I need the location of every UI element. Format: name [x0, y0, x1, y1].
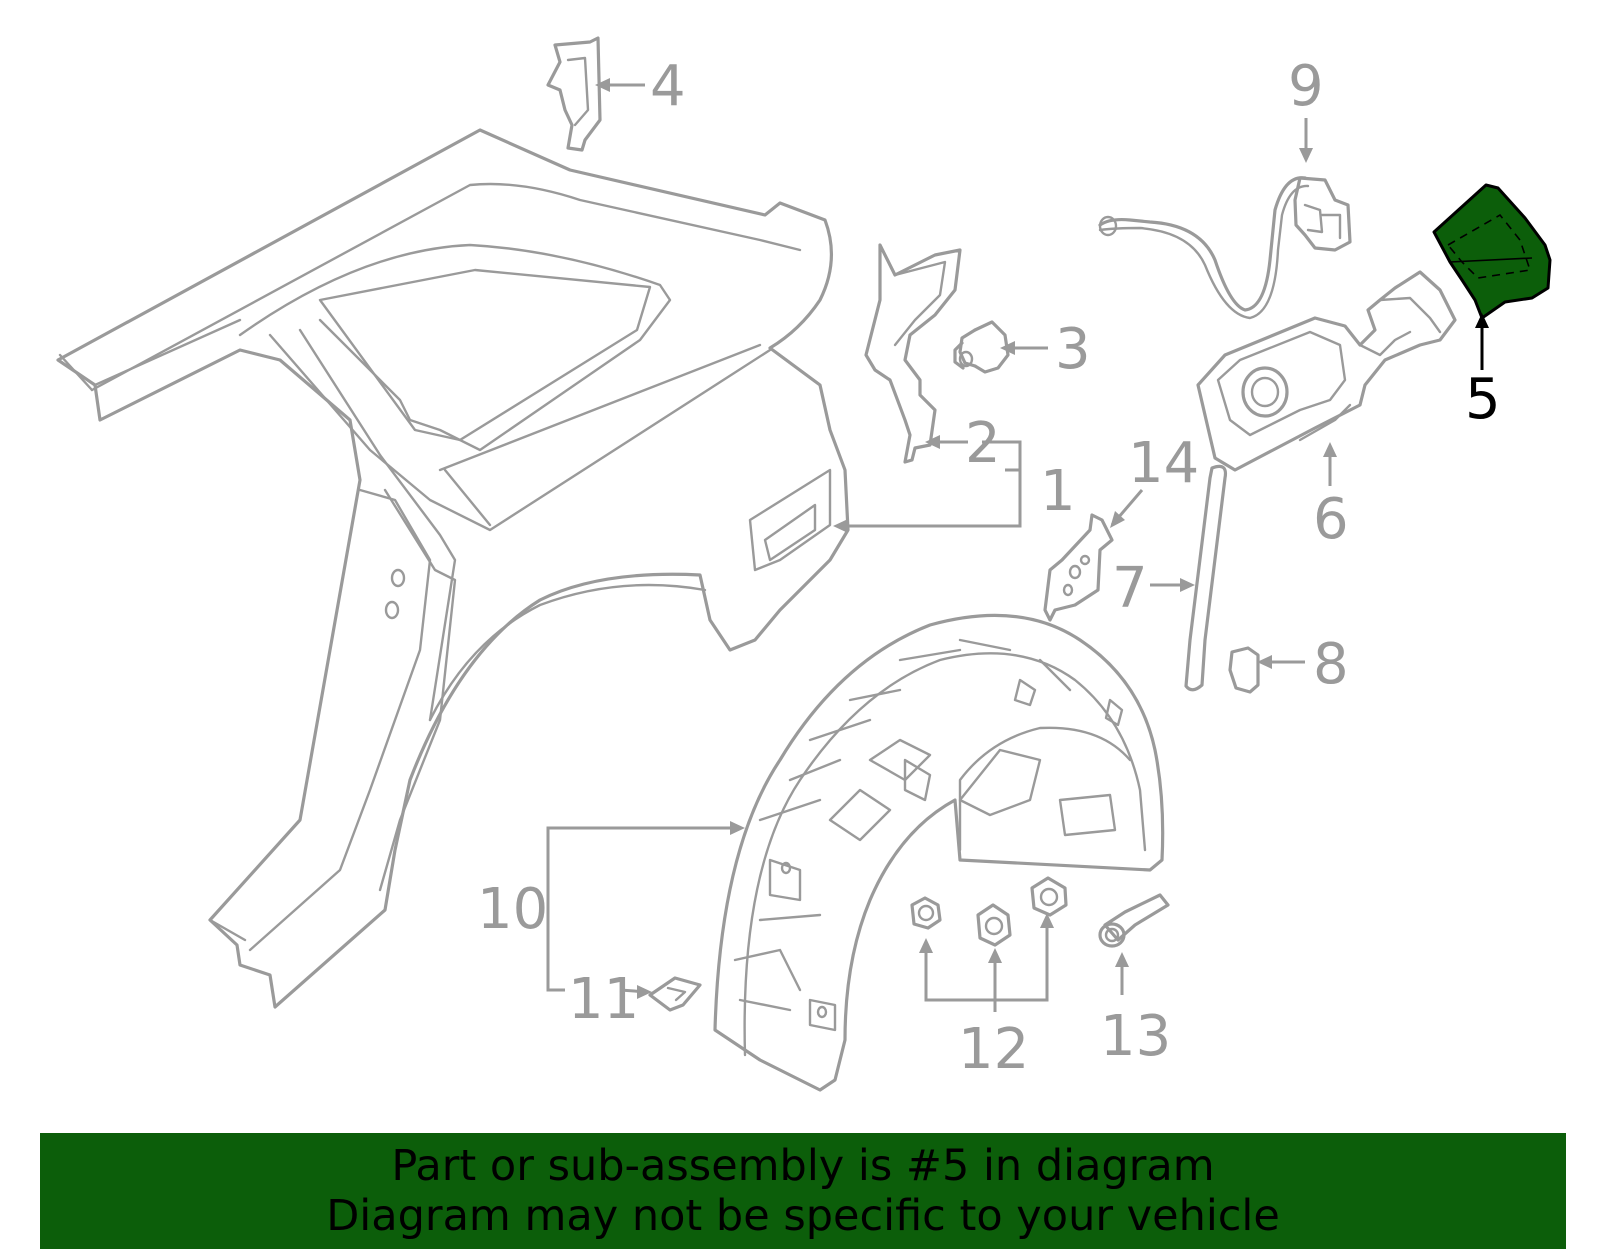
small-clip-part: [1228, 646, 1260, 694]
quarter-panel-part: [56, 128, 850, 1009]
release-cable-part: [1098, 176, 1352, 320]
callout-13[interactable]: 13: [1100, 1004, 1171, 1069]
wheel-liner-part: [713, 613, 1165, 1092]
callout-7[interactable]: 7: [1112, 556, 1148, 621]
callout-3[interactable]: 3: [1055, 317, 1091, 382]
banner-line-2: Diagram may not be specific to your vehi…: [326, 1191, 1280, 1241]
callout-1[interactable]: 1: [1040, 459, 1076, 524]
callout-9[interactable]: 9: [1288, 54, 1324, 119]
callout-12[interactable]: 12: [958, 1017, 1029, 1082]
callout-8[interactable]: 8: [1313, 632, 1349, 697]
callout-11[interactable]: 11: [568, 967, 639, 1032]
upper-bracket-part: [546, 36, 602, 152]
clip-fastener-part: [953, 320, 1010, 374]
callout-14[interactable]: 14: [1128, 431, 1199, 496]
banner-line-1: Part or sub-assembly is #5 in diagram: [391, 1141, 1215, 1191]
info-banner: Part or sub-assembly is #5 in diagram Di…: [40, 1133, 1566, 1249]
callout-10[interactable]: 10: [477, 877, 548, 942]
fuel-housing-part: [1196, 270, 1457, 472]
fuel-door-part: [1432, 183, 1552, 320]
callout-6[interactable]: 6: [1313, 487, 1349, 552]
arrowhead-part-5: [1475, 313, 1489, 328]
nut-fasteners-part: [910, 876, 1068, 947]
drain-hose-part: [1184, 464, 1228, 692]
small-bracket-part: [1043, 513, 1114, 622]
arrowheads: [595, 78, 1337, 999]
callout-5[interactable]: 5: [1465, 367, 1501, 432]
bolt-fastener-part: [1098, 893, 1170, 948]
liner-clip-part: [648, 976, 702, 1012]
callout-2[interactable]: 2: [965, 411, 1001, 476]
callout-4[interactable]: 4: [650, 54, 686, 119]
side-bracket-part: [864, 243, 962, 464]
